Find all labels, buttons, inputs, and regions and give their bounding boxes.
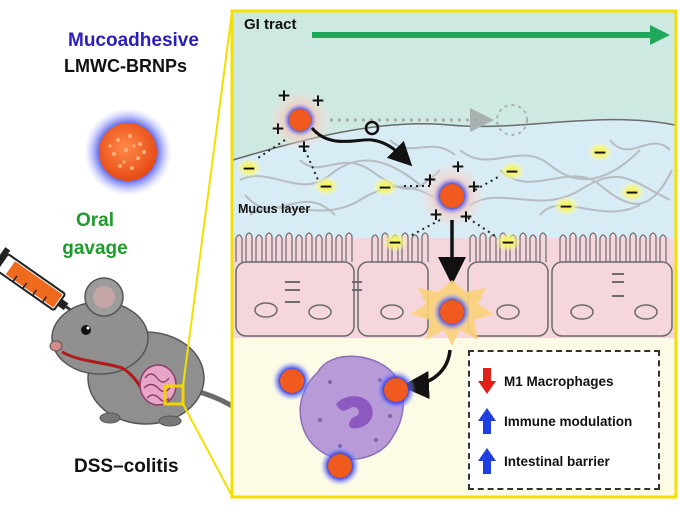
negative-charge: − <box>242 159 256 179</box>
mouse-illustration <box>49 277 263 431</box>
nanoparticle-macrophage-1 <box>272 361 312 401</box>
positive-charge: + <box>423 170 437 190</box>
negative-charge: − <box>501 233 515 253</box>
effects-legend: M1 Macrophages Immune modulation Intesti… <box>468 350 660 490</box>
disease-model-label: DSS–colitis <box>74 456 179 477</box>
positive-charge: + <box>271 119 285 139</box>
negative-charge: − <box>505 162 519 182</box>
legend-item-intestinal-barrier: Intestinal barrier <box>478 446 610 476</box>
positive-charge: + <box>429 205 443 225</box>
title-nanoparticle-name: LMWC-BRNPs <box>64 56 187 76</box>
negative-charge: − <box>625 183 639 203</box>
nanoparticle-epithelium <box>433 293 471 331</box>
mucus-layer-label: Mucus layer <box>238 202 311 216</box>
adhesion-hook <box>364 120 380 136</box>
up-arrow-icon <box>478 448 496 474</box>
positive-charge: + <box>277 86 291 106</box>
positive-charge: + <box>467 177 481 197</box>
legend-label: Immune modulation <box>504 413 633 429</box>
charge-interaction-lines <box>257 139 501 239</box>
nanoparticle-lumen <box>268 88 332 152</box>
non-adhesive-path <box>330 104 528 136</box>
nanoparticle-macrophage-2 <box>376 370 416 410</box>
negative-charge: − <box>378 178 392 198</box>
nanoparticle-illustration <box>84 108 172 196</box>
legend-label: Intestinal barrier <box>504 453 610 469</box>
positive-charge: + <box>459 207 473 227</box>
negative-charge: − <box>388 233 402 253</box>
down-arrow-icon <box>478 368 496 394</box>
gi-tract-label: GI tract <box>244 16 297 33</box>
negative-charge: − <box>319 177 333 197</box>
legend-item-m1-macrophages: M1 Macrophages <box>478 366 614 396</box>
positive-charge: + <box>451 157 465 177</box>
nanoparticle-macrophage-3 <box>320 446 360 486</box>
adhesion-path-arrow <box>310 126 413 167</box>
negative-charge: − <box>593 143 607 163</box>
gi-tract-arrow <box>312 25 670 45</box>
legend-item-immune-modulation: Immune modulation <box>478 406 632 436</box>
colon-highlight-box <box>163 384 185 406</box>
nanoparticle-mucus <box>418 162 486 230</box>
zoom-line-bottom <box>182 403 233 497</box>
gavage-label: gavage <box>62 238 128 259</box>
legend-label: M1 Macrophages <box>504 373 614 389</box>
negative-charge-glows <box>237 143 644 251</box>
oral-label: Oral <box>75 210 115 231</box>
negative-charge: − <box>559 197 573 217</box>
title-mucoadhesive: Mucoadhesive <box>68 30 199 51</box>
negative-charges: − − − − − − − − − <box>242 143 639 253</box>
macrophage-illustration <box>299 355 405 461</box>
positive-charges: + + + + + + + + + <box>271 86 481 227</box>
up-arrow-icon <box>478 408 496 434</box>
zoom-line-top <box>182 11 233 387</box>
positive-charge: + <box>297 137 311 157</box>
positive-charge: + <box>311 91 325 111</box>
